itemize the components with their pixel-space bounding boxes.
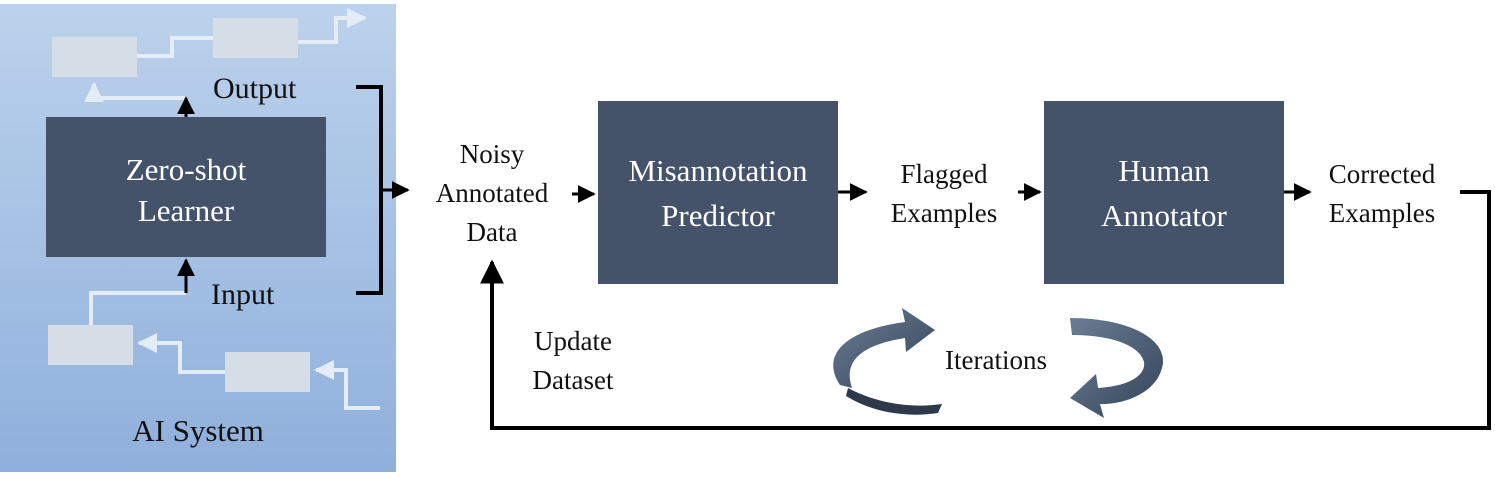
noisy-data-line1: Noisy <box>460 139 525 169</box>
noisy-data-line3: Data <box>467 217 518 247</box>
flagged-line1: Flagged <box>901 159 988 189</box>
human-label-line1: Human <box>1118 153 1210 188</box>
corrected-line1: Corrected <box>1329 159 1436 189</box>
ghost-input-pipeline <box>48 291 380 410</box>
input-label: Input <box>211 278 275 311</box>
zero-shot-learner-box <box>46 117 326 257</box>
predictor-label-line2: Predictor <box>661 198 775 233</box>
human-annotator-box <box>1044 101 1284 284</box>
human-label-line2: Annotator <box>1101 198 1227 233</box>
output-label: Output <box>213 72 297 105</box>
iterations-cycle-icon <box>833 308 1164 418</box>
cycle-arrow-lower-icon <box>1070 318 1164 418</box>
update-dataset-line1: Update <box>534 326 612 356</box>
learner-label-line2: Learner <box>138 193 235 228</box>
ai-system-panel: Zero-shot Learner Output Input AI System <box>0 4 396 472</box>
ai-system-label: AI System <box>132 413 264 448</box>
misannotation-predictor-box <box>598 101 838 284</box>
update-loop-line <box>480 190 1491 430</box>
cycle-arrow-upper-icon <box>833 308 935 388</box>
corrected-line2: Examples <box>1329 198 1435 228</box>
ghost-output-pipeline <box>52 8 367 102</box>
learner-label-line1: Zero-shot <box>126 152 247 187</box>
update-dataset-line2: Dataset <box>533 365 614 395</box>
iterations-label: Iterations <box>945 345 1047 375</box>
noisy-data-line2: Annotated <box>436 178 549 208</box>
predictor-label-line1: Misannotation <box>628 153 808 188</box>
flagged-line2: Examples <box>891 198 997 228</box>
cycle-arrow-shade-icon <box>846 388 942 415</box>
